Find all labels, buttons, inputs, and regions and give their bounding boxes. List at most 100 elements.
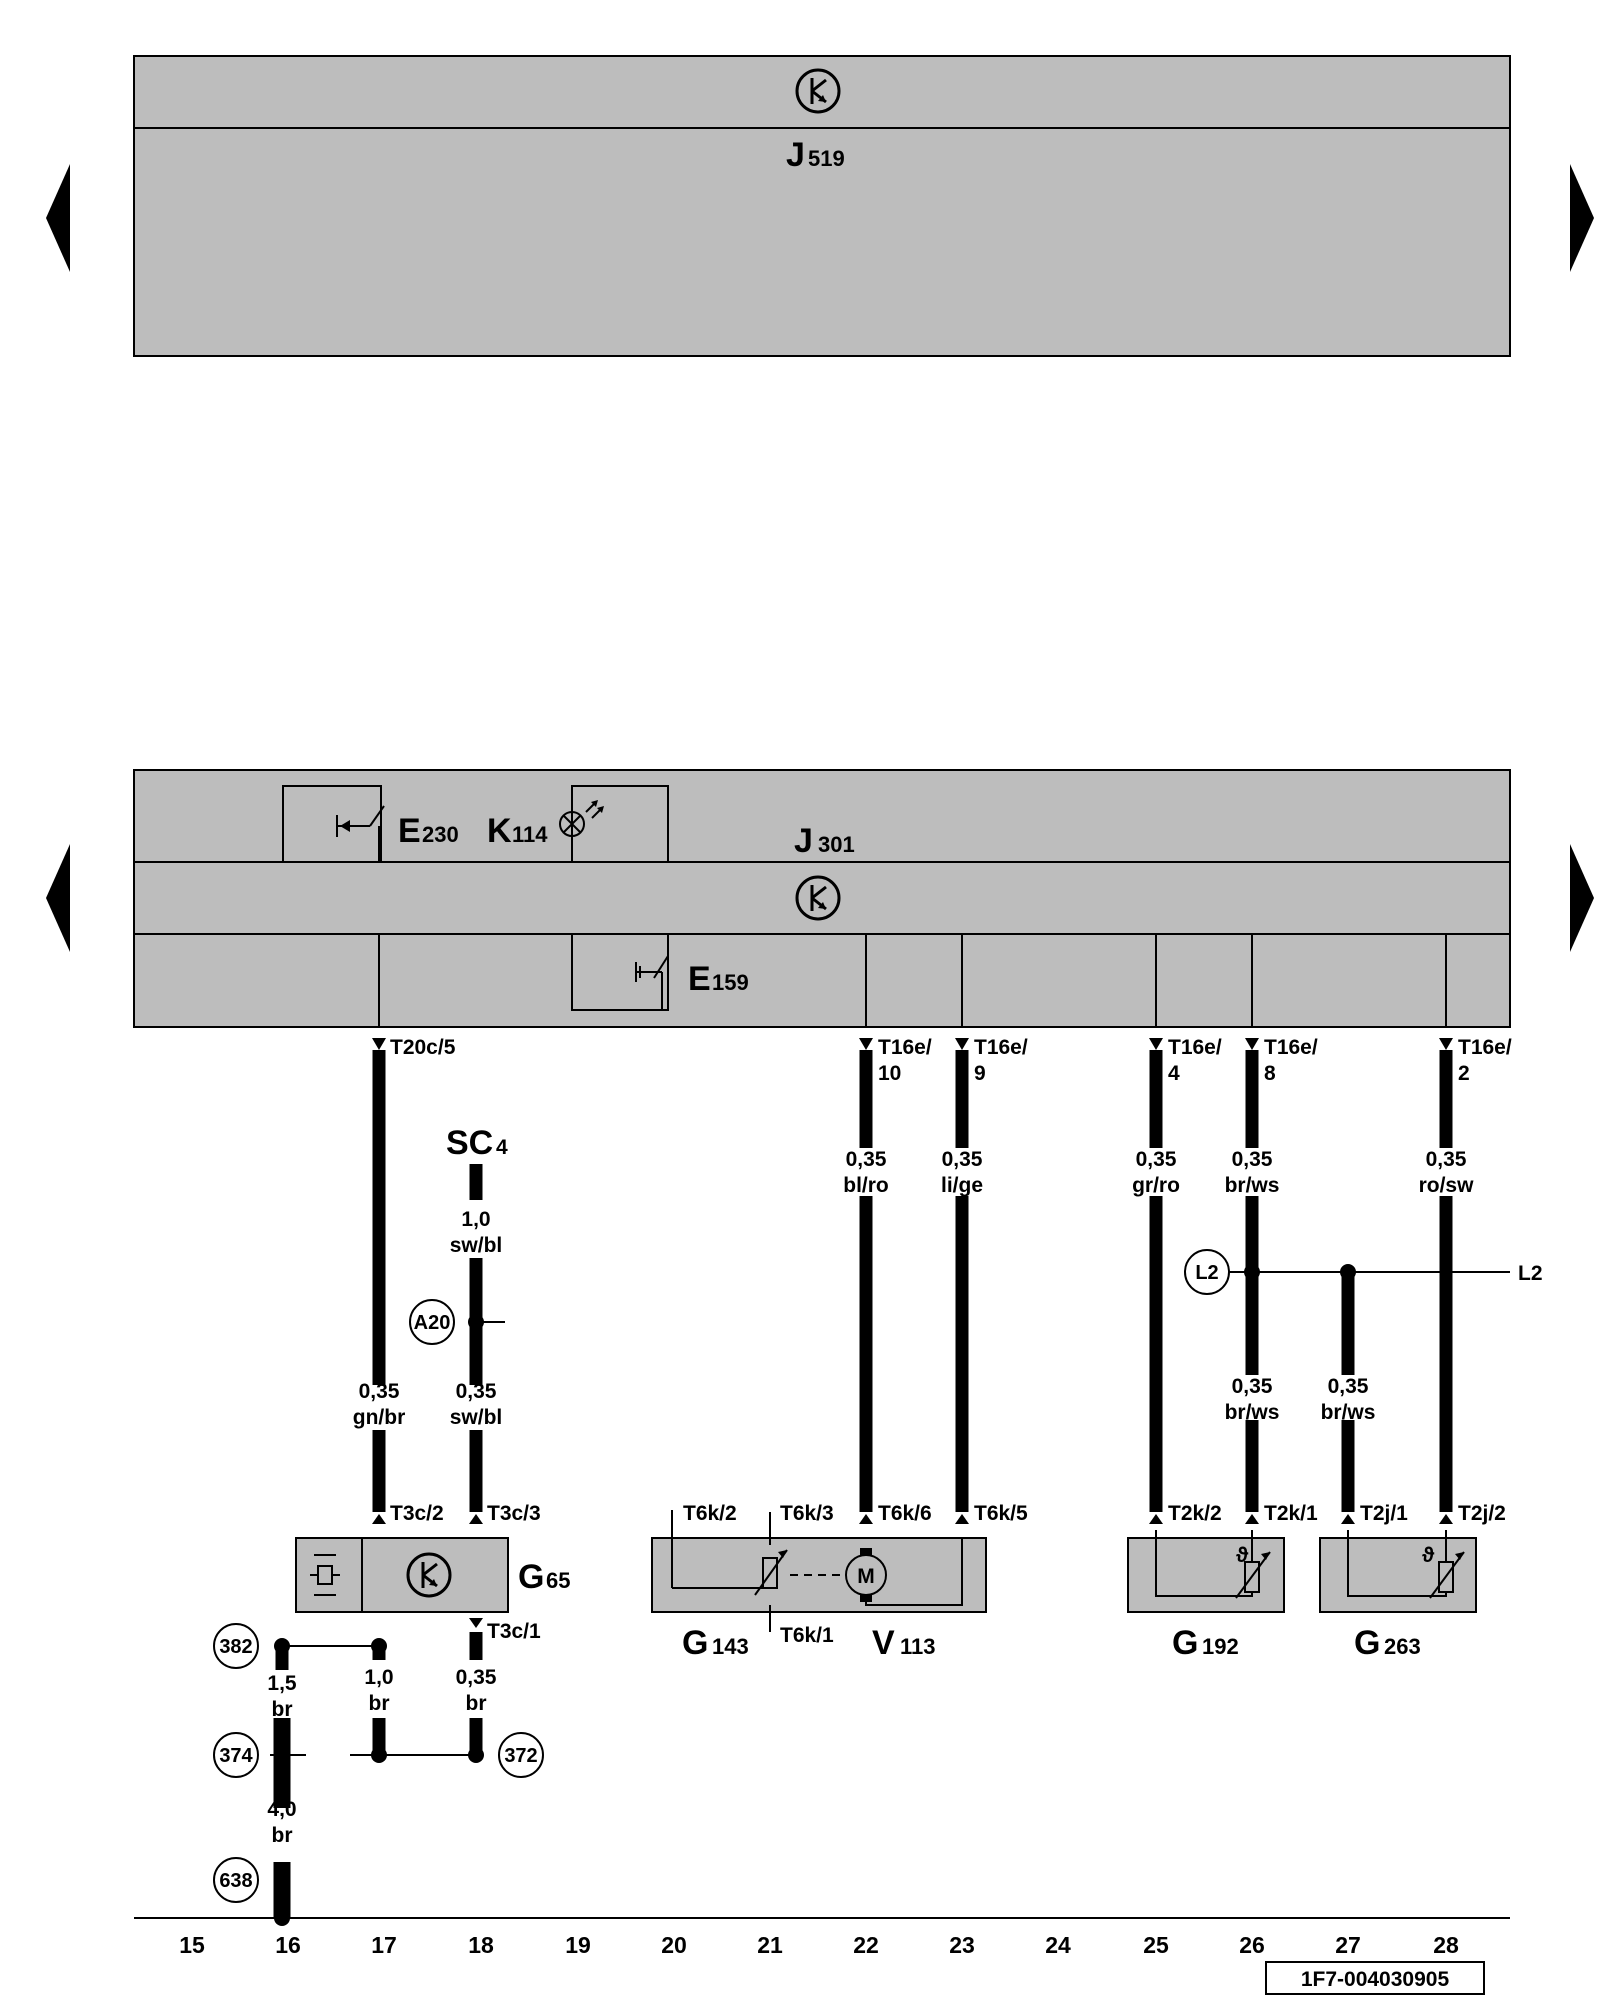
component-g65-sub: 65 (546, 1568, 570, 1593)
svg-text:374: 374 (219, 1745, 253, 1767)
component-g143-v113: M (651, 1510, 987, 1632)
wire-16-top-color: br (272, 1698, 293, 1721)
pin-t16e8-a: T16e/ (1264, 1036, 1318, 1059)
column-number: 21 (757, 1932, 783, 1958)
wire-28-size: 0,35 (1426, 1148, 1467, 1171)
module-j301-id: J (794, 822, 813, 860)
column-numbers: 15 16 17 18 19 20 21 22 23 24 25 26 27 2… (179, 1932, 1459, 1958)
column-number: 19 (565, 1932, 591, 1958)
fuse-sc4-id: SC (446, 1124, 493, 1162)
column-number: 16 (275, 1932, 301, 1958)
lamp-k114-sub: 114 (512, 822, 548, 847)
pin-t16e2-a: T16e/ (1458, 1036, 1512, 1059)
column-number: 23 (949, 1932, 975, 1958)
pin-t16e4-b: 4 (1168, 1062, 1180, 1085)
wire-26-top-color: br/ws (1225, 1174, 1280, 1197)
pin-t2k2: T2k/2 (1168, 1502, 1222, 1525)
connector-382: 382 (213, 1623, 259, 1669)
switch-e230-icon (336, 805, 385, 862)
motor-label: M (857, 1565, 875, 1588)
column-number: 28 (1433, 1932, 1459, 1958)
pin-t3c1: T3c/1 (487, 1620, 541, 1643)
pin-t16e2-b: 2 (1458, 1062, 1470, 1085)
component-connector-arrows (372, 1514, 1453, 1524)
pin-t6k3: T6k/3 (780, 1502, 834, 1525)
pin-t3c1-arrow (469, 1618, 483, 1628)
pin-t6k5: T6k/5 (974, 1502, 1028, 1525)
pin-t6k2: T6k/2 (683, 1502, 737, 1525)
wire-23-color: li/ge (941, 1174, 983, 1197)
wire-25-size: 0,35 (1136, 1148, 1177, 1171)
column-number: 20 (661, 1932, 687, 1958)
wire-27-size: 0,35 (1328, 1375, 1369, 1398)
switch-e159-icon (635, 955, 669, 1010)
pin-t2k1: T2k/1 (1264, 1502, 1318, 1525)
pin-t16e9-a: T16e/ (974, 1036, 1028, 1059)
svg-text:372: 372 (504, 1745, 537, 1767)
wire-16-bot-color: br (272, 1824, 293, 1847)
component-g143-id: G (682, 1624, 708, 1662)
connector-a20: A20 (409, 1299, 484, 1345)
component-v113-sub: 113 (900, 1634, 936, 1659)
connector-l2: L2 (1184, 1249, 1230, 1295)
control-unit-icon (795, 68, 841, 114)
temperature-icon: ϑ (1422, 1544, 1435, 1567)
column-number: 18 (468, 1932, 494, 1958)
connector-374: 374 (213, 1732, 290, 1778)
l2-reference-label: L2 (1518, 1262, 1543, 1285)
l2-bus (1222, 1264, 1510, 1280)
wire-17-ground-size: 1,0 (364, 1666, 393, 1689)
wire-16-bot-size: 4,0 (267, 1798, 296, 1821)
module-j519-id: J (786, 136, 805, 174)
component-g143-sub: 143 (712, 1634, 749, 1659)
component-g263-id: G (1354, 1624, 1380, 1662)
next-page-arrow-top[interactable] (1570, 164, 1594, 272)
wire-23-size: 0,35 (942, 1148, 983, 1171)
component-v113-id: V (872, 1624, 895, 1662)
wire-17-color: gn/br (353, 1406, 406, 1429)
next-page-arrow-bottom[interactable] (1570, 844, 1594, 952)
control-unit-icon (795, 875, 841, 921)
prev-page-arrow-top[interactable] (46, 164, 70, 272)
module-j301-sub: 301 (818, 832, 855, 857)
svg-text:A20: A20 (414, 1312, 451, 1334)
wire-26-bot-size: 0,35 (1232, 1375, 1273, 1398)
column-number: 15 (179, 1932, 205, 1958)
switch-e159-id: E (688, 960, 711, 998)
control-unit-icon (406, 1552, 452, 1598)
temperature-icon: ϑ (1236, 1544, 1249, 1567)
column-number: 24 (1045, 1932, 1071, 1958)
component-g65: G 65 (295, 1537, 570, 1613)
switch-e230-id: E (398, 812, 421, 850)
module-j519: J 519 (133, 55, 1511, 357)
pin-t2j2: T2j/2 (1458, 1502, 1506, 1525)
svg-text:638: 638 (219, 1870, 252, 1892)
document-code-box: 1F7-004030905 (1265, 1961, 1485, 1995)
wire-18-ground-size: 0,35 (456, 1666, 497, 1689)
component-g263: ϑ (1319, 1530, 1477, 1613)
switch-e230-sub: 230 (422, 822, 459, 847)
module-internal-lines (378, 934, 1447, 1027)
pin-t3c3: T3c/3 (487, 1502, 541, 1525)
pin-t6k6: T6k/6 (878, 1502, 932, 1525)
column-number: 27 (1335, 1932, 1361, 1958)
pin-t16e4-a: T16e/ (1168, 1036, 1222, 1059)
switch-e159-sub: 159 (712, 970, 749, 995)
prev-page-arrow-bottom[interactable] (46, 844, 70, 952)
wire-18-bot-size: 0,35 (456, 1380, 497, 1403)
svg-text:382: 382 (219, 1636, 252, 1658)
wire-18-bot-color: sw/bl (450, 1406, 503, 1429)
pin-t16e10-b: 10 (878, 1062, 901, 1085)
wire-26-bot-color: br/ws (1225, 1401, 1280, 1424)
component-g263-sub: 263 (1384, 1634, 1421, 1659)
column-number: 17 (371, 1932, 397, 1958)
connector-372: 372 (498, 1732, 544, 1778)
pin-t16e9-b: 9 (974, 1062, 986, 1085)
wire-28-color: ro/sw (1419, 1174, 1475, 1197)
svg-text:L2: L2 (1195, 1262, 1218, 1284)
component-g192-id: G (1172, 1624, 1198, 1662)
pin-t3c2: T3c/2 (390, 1502, 444, 1525)
module-j301: E 230 K 114 J 301 E 159 (133, 769, 1511, 1028)
component-g192-sub: 192 (1202, 1634, 1239, 1659)
